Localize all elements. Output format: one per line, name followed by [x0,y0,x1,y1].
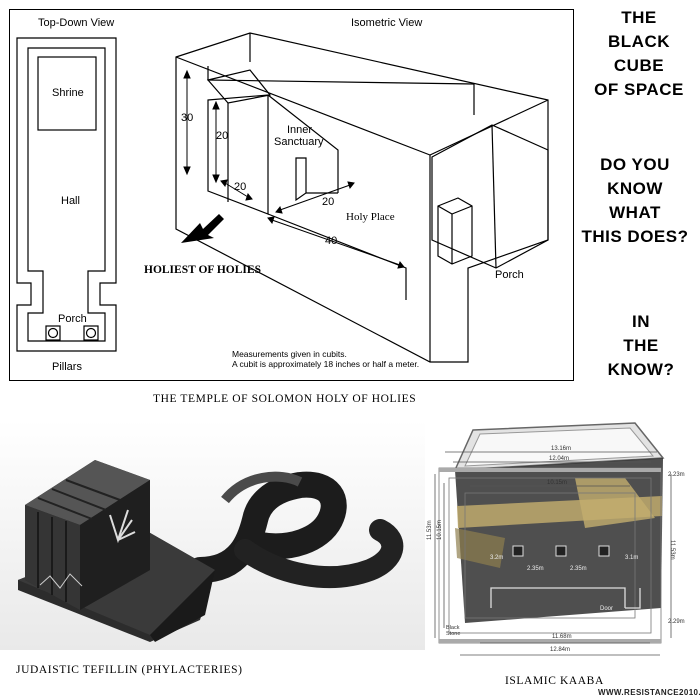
shrine-label: Shrine [52,87,84,99]
temple-plan-frame [9,9,574,381]
isometric-title: Isometric View [351,17,423,29]
dim-30: 30 [181,112,194,124]
kaaba-door-label: Door [600,606,614,612]
inner-sanctuary-label-1: Inner [287,124,313,136]
kaaba-diagram [425,418,700,663]
headline-line2: BLACK [608,32,670,51]
inner-sanctuary-label-2: Sanctuary [274,136,324,148]
question-line6: THE [623,336,659,355]
holy-place-label: Holy Place [346,211,395,223]
measurement-note-line2: A cubit is approximately 18 inches or ha… [232,359,420,369]
kaaba-dim-left-inner: 10.15m [437,519,443,540]
hall-label: Hall [61,195,80,207]
headline-line4: OF SPACE [594,80,684,99]
kaaba-dim-top1: 13.16m [551,446,572,452]
measurement-note: Measurements given in cubits. A cubit is… [232,349,419,369]
isometric-temple [175,32,549,363]
kaaba-dim-left-outer: 11.53m [427,520,433,540]
kaaba-dim-col1: 2.35m [527,566,544,572]
headline-question-2: IN THE KNOW? [585,310,697,382]
question-line1: DO YOU [600,155,670,174]
topdown-plan [16,37,117,352]
kaaba-dim-col-side2: 3.1m [625,555,639,561]
measurement-note-line1: Measurements given in cubits. [232,349,347,359]
website-watermark: WWW.RESISTANCE2010.COM [598,688,700,697]
kaaba-caption: ISLAMIC KAABA [505,675,604,687]
dim-40: 40 [325,235,338,247]
temple-caption: THE TEMPLE OF SOLOMON HOLY OF HOLIES [153,393,417,405]
kaaba-dim-top2: 12.04m [549,456,570,462]
kaaba-dim-right-bottom: 2.29m [668,619,685,625]
kaaba-dim-bottom1: 11.68m [552,634,572,640]
tefillin-caption: JUDAISTIC TEFILLIN (PHYLACTERIES) [16,664,243,676]
pillars-label: Pillars [52,361,82,373]
question-line7: KNOW? [607,360,675,379]
headline-line3: CUBE [613,56,665,75]
shrine-box [37,56,97,131]
question-line3: WHAT [609,203,661,222]
dim-20-width: 20 [322,196,335,208]
kaaba-dim-right-outer: 11.53m [669,540,675,560]
pointer-arrow [181,214,224,243]
kaaba-dim-col2: 2.35m [570,566,587,572]
dim-20-depth: 20 [234,181,247,193]
kaaba-black-stone-label: Black Stone [446,625,461,637]
kaaba-dim-inner1: 10.15m [547,480,568,486]
pillar-left [45,325,61,341]
kaaba-dim-col-side1: 3.2m [490,555,504,561]
kaaba-dim-bottom2: 12.84m [550,647,571,653]
question-line5: IN [632,312,650,331]
porch-topdown-label: Porch [58,313,87,325]
holiest-of-holies-label: HOLIEST OF HOLIES [144,264,261,276]
question-line4: THIS DOES? [581,227,689,246]
topdown-title: Top-Down View [38,17,115,29]
dimension-arrows [183,69,405,269]
headline-title: THE BLACK CUBE OF SPACE [578,6,700,102]
dim-20-height: 20 [216,130,229,142]
headline-line1: THE [621,8,657,27]
pillar-right [83,325,99,341]
question-line2: KNOW [607,179,663,198]
kaaba-dim-right-top: 2.23m [668,472,685,478]
porch-iso-label: Porch [495,269,524,281]
tefillin-photo [0,420,430,650]
headline-question: DO YOU KNOW WHAT THIS DOES? [570,153,700,249]
